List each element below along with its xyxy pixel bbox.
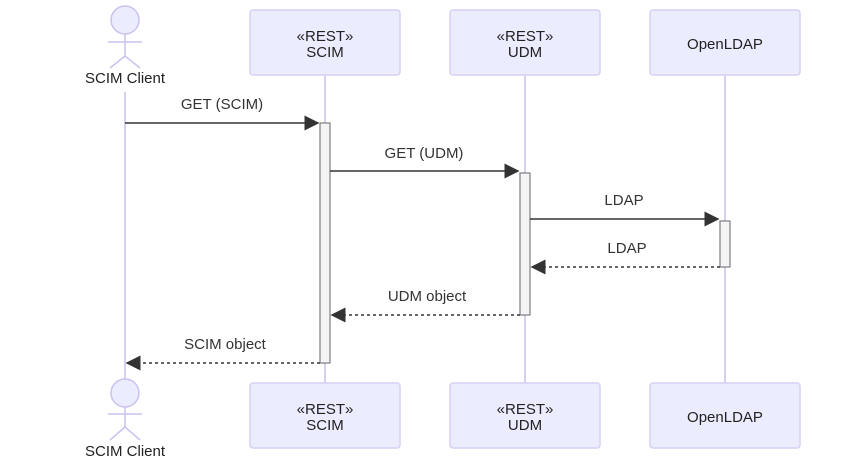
participant-label: OpenLDAP [687,36,763,53]
participant-stereotype: «REST» [297,401,354,418]
message-label: GET (SCIM) [181,96,263,113]
participant-label: SCIM [306,44,344,61]
message-label: SCIM object [184,336,267,353]
message-label: LDAP [607,240,646,257]
participant-stereotype: «REST» [497,401,554,418]
participant-scim-client-bottom: SCIM Client [85,378,166,459]
message-label: LDAP [604,192,643,209]
participant-label: UDM [508,417,542,434]
message-ldap-response: LDAP [530,240,720,275]
activation-udm [519,172,531,316]
message-get-udm: GET (UDM) [330,145,520,179]
message-label: UDM object [388,288,467,305]
message-get-scim: GET (SCIM) [125,96,320,131]
actor-icon [108,378,142,441]
activations [319,122,731,364]
participant-scim-bottom: «REST» SCIM [249,382,401,449]
participant-udm-bottom: «REST» UDM [449,382,601,449]
participant-stereotype: «REST» [497,28,554,45]
participant-label: SCIM [306,417,344,434]
participant-label: OpenLDAP [687,409,763,426]
participant-stereotype: «REST» [297,28,354,45]
participant-openldap-bottom: OpenLDAP [649,382,801,449]
actor-label: SCIM Client [85,443,166,459]
message-scim-object: SCIM object [125,336,320,371]
participant-scim-client-top: SCIM Client [85,5,166,87]
message-ldap-request: LDAP [530,192,720,227]
participant-openldap-top: OpenLDAP [649,9,801,76]
actor-icon [108,5,142,69]
participant-scim-top: «REST» SCIM [249,9,401,76]
participant-udm-top: «REST» UDM [449,9,601,76]
message-udm-object: UDM object [330,288,520,323]
activation-openldap [719,220,731,268]
message-label: GET (UDM) [385,145,464,162]
actor-label: SCIM Client [85,70,166,87]
participant-label: UDM [508,44,542,61]
activation-scim [319,122,331,364]
